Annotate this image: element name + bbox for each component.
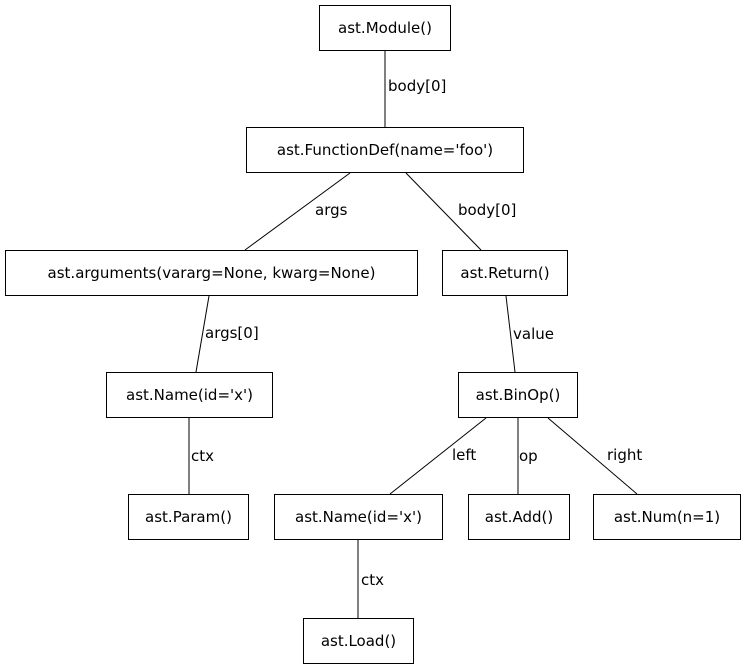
node-ast-module: ast.Module() <box>319 5 451 51</box>
node-ast-load: ast.Load() <box>303 618 414 664</box>
edge-label-args: args <box>315 201 348 219</box>
node-ast-functiondef: ast.FunctionDef(name='foo') <box>246 127 524 173</box>
edge-label-body0-return: body[0] <box>458 201 517 219</box>
edge-binop-name <box>389 417 487 495</box>
edge-binop-num <box>547 417 638 495</box>
edge-return-binop <box>505 295 516 373</box>
edge-label-body0-top: body[0] <box>388 77 447 95</box>
edge-label-op: op <box>519 447 538 465</box>
edge-functiondef-return <box>405 172 482 251</box>
node-ast-name-left: ast.Name(id='x') <box>274 494 443 540</box>
edge-label-value: value <box>513 325 554 343</box>
node-ast-return: ast.Return() <box>442 250 568 296</box>
edge-functiondef-arguments <box>244 172 351 251</box>
node-ast-add: ast.Add() <box>468 494 570 540</box>
edge-label-left: left <box>452 446 477 464</box>
edge-label-args0: args[0] <box>205 324 259 342</box>
edge-label-ctx-param: ctx <box>191 447 215 465</box>
node-ast-arguments: ast.arguments(vararg=None, kwarg=None) <box>5 250 418 296</box>
edge-arguments-name <box>195 295 210 373</box>
node-ast-num: ast.Num(n=1) <box>593 494 741 540</box>
node-ast-binop: ast.BinOp() <box>458 372 578 418</box>
edge-label-ctx-load: ctx <box>361 571 385 589</box>
edge-label-right: right <box>607 446 643 464</box>
node-ast-name-arg: ast.Name(id='x') <box>106 372 273 418</box>
node-ast-param: ast.Param() <box>128 494 249 540</box>
